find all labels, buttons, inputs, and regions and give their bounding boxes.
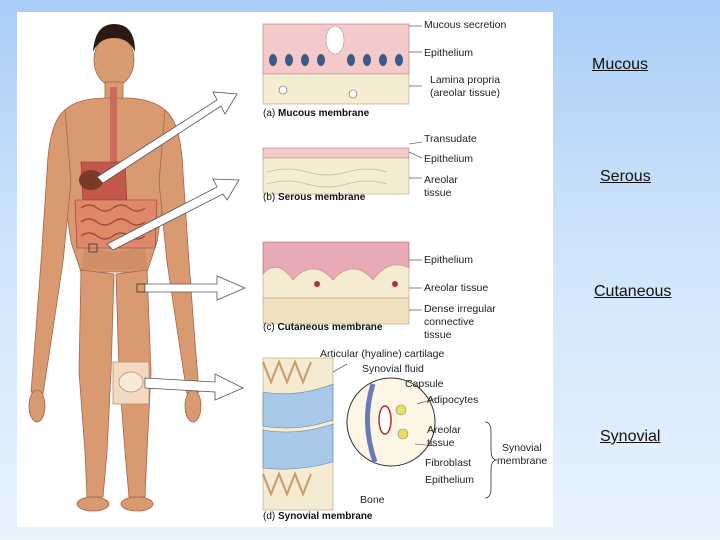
label-lamina-propria: Lamina propria — [430, 74, 500, 86]
label-tissue-d: tissue — [427, 437, 454, 449]
caption-title: Synovial membrane — [278, 511, 372, 522]
label-areolar-tissue-paren: (areolar tissue) — [430, 87, 500, 99]
synovial-panel-art — [263, 358, 497, 510]
label-capsule: Capsule — [405, 378, 444, 390]
label-dense-irregular: Dense irregular — [424, 303, 496, 315]
caption-title: Mucous membrane — [278, 108, 369, 119]
label-synovial-fluid: Synovial fluid — [362, 363, 424, 375]
caption-panel-a: (a) Mucous membrane — [263, 108, 369, 119]
label-connective: connective — [424, 316, 474, 328]
label-mucous-secretion: Mucous secretion — [424, 19, 506, 31]
label-epithelium-c: Epithelium — [424, 254, 473, 266]
serous-panel-art — [263, 142, 422, 194]
label-adipocytes: Adipocytes — [427, 394, 478, 406]
caption-letter: (c) — [263, 322, 275, 333]
caption-letter: (d) — [263, 511, 275, 522]
membranes-figure: Mucous secretion Epithelium Lamina propr… — [17, 12, 553, 527]
label-tissue-c: tissue — [424, 329, 451, 341]
knee-joint — [113, 362, 149, 404]
caption-panel-b: (b) Serous membrane — [263, 192, 365, 203]
cutaneous-panel-art — [263, 242, 422, 324]
caption-title: Serous membrane — [278, 192, 365, 203]
label-tissue-b: tissue — [424, 187, 451, 199]
label-areolar-b: Areolar — [424, 174, 458, 186]
link-synovial[interactable]: Synovial — [600, 428, 660, 446]
label-epithelium-b: Epithelium — [424, 153, 473, 165]
mucous-panel-art — [263, 24, 422, 104]
link-serous[interactable]: Serous — [600, 168, 651, 186]
caption-letter: (b) — [263, 192, 275, 203]
label-synovial-d: Synovial — [502, 442, 542, 454]
caption-title: Cutaneous membrane — [277, 322, 382, 333]
label-epithelium-d: Epithelium — [425, 474, 474, 486]
caption-panel-d: (d) Synovial membrane — [263, 511, 373, 522]
link-cutaneous[interactable]: Cutaneous — [594, 283, 671, 301]
label-fibroblast: Fibroblast — [425, 457, 471, 469]
label-membrane-d: membrane — [497, 455, 547, 467]
label-transudate: Transudate — [424, 133, 477, 145]
label-epithelium-a: Epithelium — [424, 47, 473, 59]
label-areolar-tissue-c: Areolar tissue — [424, 282, 488, 294]
label-areolar-d: Areolar — [427, 424, 461, 436]
caption-letter: (a) — [263, 108, 275, 119]
label-bone: Bone — [360, 494, 385, 506]
caption-panel-c: (c) Cutaneous membrane — [263, 322, 382, 333]
link-mucous[interactable]: Mucous — [592, 56, 648, 74]
label-articular-cartilage: Articular (hyaline) cartilage — [320, 348, 444, 360]
